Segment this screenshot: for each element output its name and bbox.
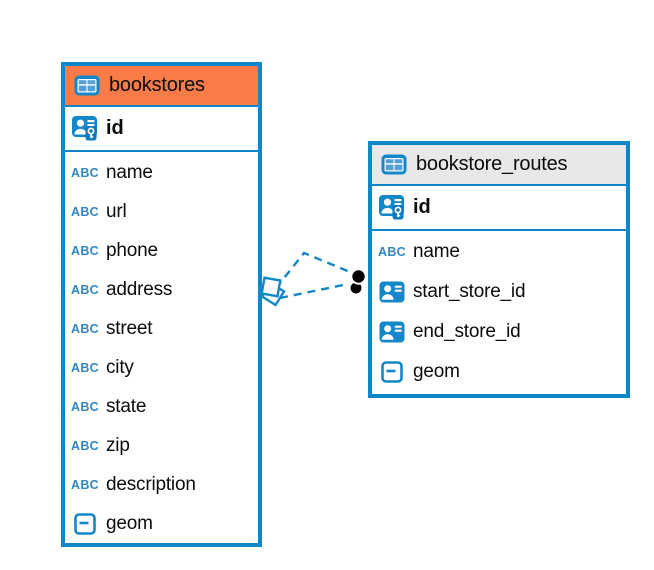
text-type-icon: ABC: [378, 245, 406, 259]
column-label: geom: [413, 361, 460, 382]
column-row[interactable]: geom: [70, 504, 253, 543]
text-type-icon: ABC: [71, 282, 99, 297]
text-type-icon: ABC: [71, 477, 99, 492]
relationship-line-upper[interactable]: [275, 251, 351, 289]
column-label: zip: [106, 434, 130, 456]
column-label: id: [106, 117, 124, 139]
text-type-icon: ABC: [71, 399, 99, 414]
column-label: address: [106, 278, 173, 300]
table-title: bookstores: [109, 74, 205, 96]
column-label: start_store_id: [413, 281, 526, 302]
table-columns: ABC name start_store_id: [372, 231, 626, 394]
column-label: phone: [106, 239, 158, 261]
column-label: description: [106, 473, 196, 495]
geometry-type-icon: [377, 361, 407, 383]
text-type-icon: ABC: [71, 243, 99, 258]
table-title: bookstore_routes: [416, 153, 568, 175]
relationship-line-lower[interactable]: [279, 282, 349, 300]
table-bookstores[interactable]: bookstores id ABC: [61, 62, 262, 547]
column-row[interactable]: ABC state: [70, 387, 253, 426]
pk-row[interactable]: id: [372, 186, 626, 231]
column-label: end_store_id: [413, 321, 521, 342]
column-label: id: [413, 196, 431, 218]
text-type-icon: ABC: [71, 165, 99, 180]
column-label: city: [106, 356, 134, 378]
column-row[interactable]: ABC name: [70, 153, 253, 192]
table-bookstore-routes[interactable]: bookstore_routes id ABC: [368, 141, 630, 398]
relationship-lines[interactable]: [275, 251, 351, 300]
text-type-icon: ABC: [71, 321, 99, 336]
column-row[interactable]: geom: [377, 352, 621, 392]
primary-key-icon: [70, 115, 100, 142]
table-icon: [379, 154, 409, 175]
text-type-icon: ABC: [71, 204, 99, 219]
column-row[interactable]: start_store_id: [377, 272, 621, 312]
text-type-icon: ABC: [71, 438, 99, 453]
circle-marker[interactable]: [349, 268, 367, 295]
geometry-type-icon: [70, 512, 100, 535]
foreign-key-icon: [377, 281, 407, 303]
column-row[interactable]: ABC url: [70, 192, 253, 231]
table-columns: ABC name ABC url ABC phone ABC address A…: [65, 152, 258, 543]
column-label: url: [106, 200, 127, 222]
column-label: name: [106, 161, 153, 183]
table-header-bookstores[interactable]: bookstores: [65, 66, 258, 107]
column-label: geom: [106, 512, 153, 534]
column-label: state: [106, 395, 147, 417]
column-row[interactable]: ABC street: [70, 309, 253, 348]
column-row[interactable]: ABC city: [70, 348, 253, 387]
diamond-marker[interactable]: [260, 276, 286, 307]
column-label: street: [106, 317, 153, 339]
column-label: name: [413, 241, 460, 262]
table-header-bookstore-routes[interactable]: bookstore_routes: [372, 145, 626, 186]
foreign-key-icon: [377, 321, 407, 343]
text-type-icon: ABC: [71, 360, 99, 375]
column-row[interactable]: ABC phone: [70, 231, 253, 270]
column-row[interactable]: ABC description: [70, 465, 253, 504]
column-row[interactable]: end_store_id: [377, 312, 621, 352]
column-row[interactable]: ABC address: [70, 270, 253, 309]
primary-key-icon: [377, 194, 407, 221]
pk-row[interactable]: id: [65, 107, 258, 152]
column-row[interactable]: ABC zip: [70, 426, 253, 465]
table-icon: [72, 75, 102, 96]
column-row[interactable]: ABC name: [377, 232, 621, 272]
